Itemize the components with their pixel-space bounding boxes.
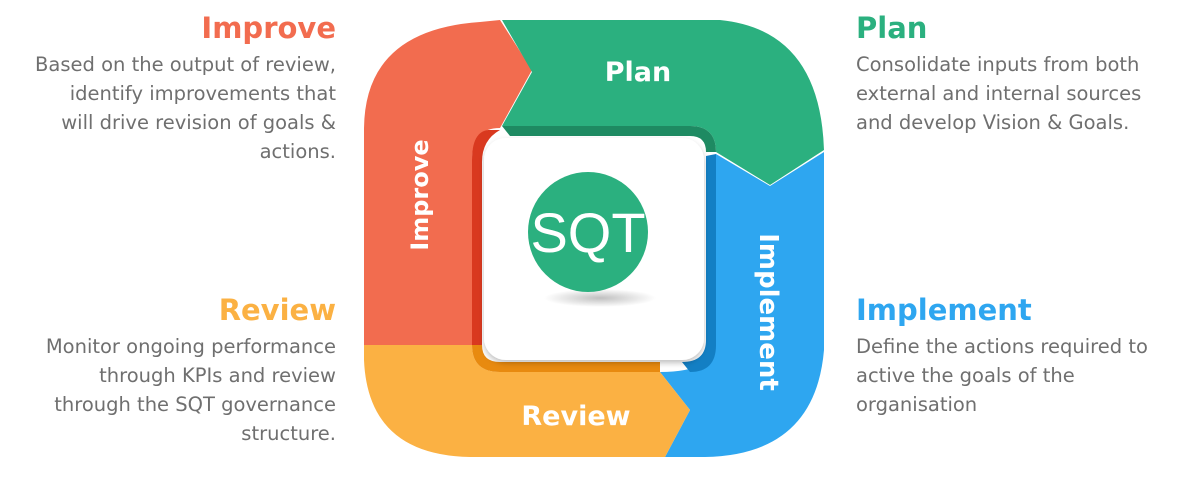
plan-segment xyxy=(502,20,824,185)
review-description: Review Monitor ongoing performance throu… xyxy=(0,292,336,448)
implement-heading: Implement xyxy=(856,293,1032,327)
logo-shadow xyxy=(544,289,656,307)
implement-description: Implement Define the actions required to… xyxy=(856,292,1176,419)
review-heading: Review xyxy=(218,293,336,327)
improve-inner-edge xyxy=(472,130,500,345)
improve-text: Based on the output of review, identify … xyxy=(35,53,336,163)
sqt-logo-text: SQT xyxy=(530,201,645,264)
plan-inner-edge xyxy=(502,126,716,152)
implement-inner-edge xyxy=(682,154,716,372)
improve-segment xyxy=(364,20,532,345)
cycle-diagram: SQT Plan Review Improve Implement xyxy=(364,20,824,457)
improve-description: Improve Based on the output of review, i… xyxy=(0,10,336,166)
review-text: Monitor ongoing performance through KPIs… xyxy=(45,335,336,445)
plan-heading: Plan xyxy=(856,11,928,45)
review-segment xyxy=(364,345,690,457)
implement-label: Implement xyxy=(753,233,783,391)
review-label: Review xyxy=(521,401,630,432)
sqt-logo xyxy=(528,172,648,292)
implement-text: Define the actions required to active th… xyxy=(856,335,1148,416)
improve-heading: Improve xyxy=(201,11,336,45)
review-inner-edge xyxy=(472,345,660,372)
plan-description: Plan Consolidate inputs from both extern… xyxy=(856,10,1176,137)
plan-text: Consolidate inputs from both external an… xyxy=(856,53,1142,134)
plan-label: Plan xyxy=(605,57,672,88)
improve-label: Improve xyxy=(406,139,434,250)
implement-segment xyxy=(660,152,824,457)
